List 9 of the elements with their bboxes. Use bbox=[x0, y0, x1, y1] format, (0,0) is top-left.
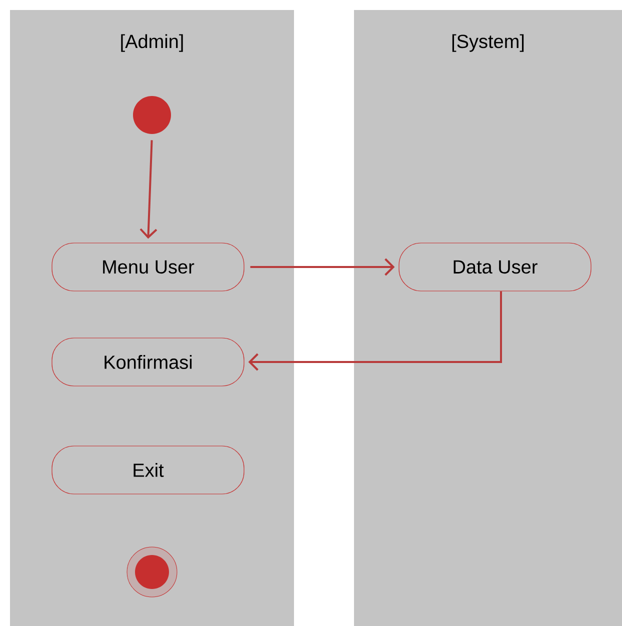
activity-box: Konfirmasi bbox=[52, 338, 244, 386]
arrow bbox=[248, 291, 502, 371]
activity-box: Menu User bbox=[52, 242, 244, 292]
arrow bbox=[140, 140, 158, 239]
activity-box: Exit bbox=[52, 446, 244, 494]
start-node bbox=[133, 96, 171, 134]
arrow bbox=[250, 258, 395, 276]
activity-box: Data User bbox=[398, 242, 592, 292]
end-node bbox=[126, 546, 178, 598]
